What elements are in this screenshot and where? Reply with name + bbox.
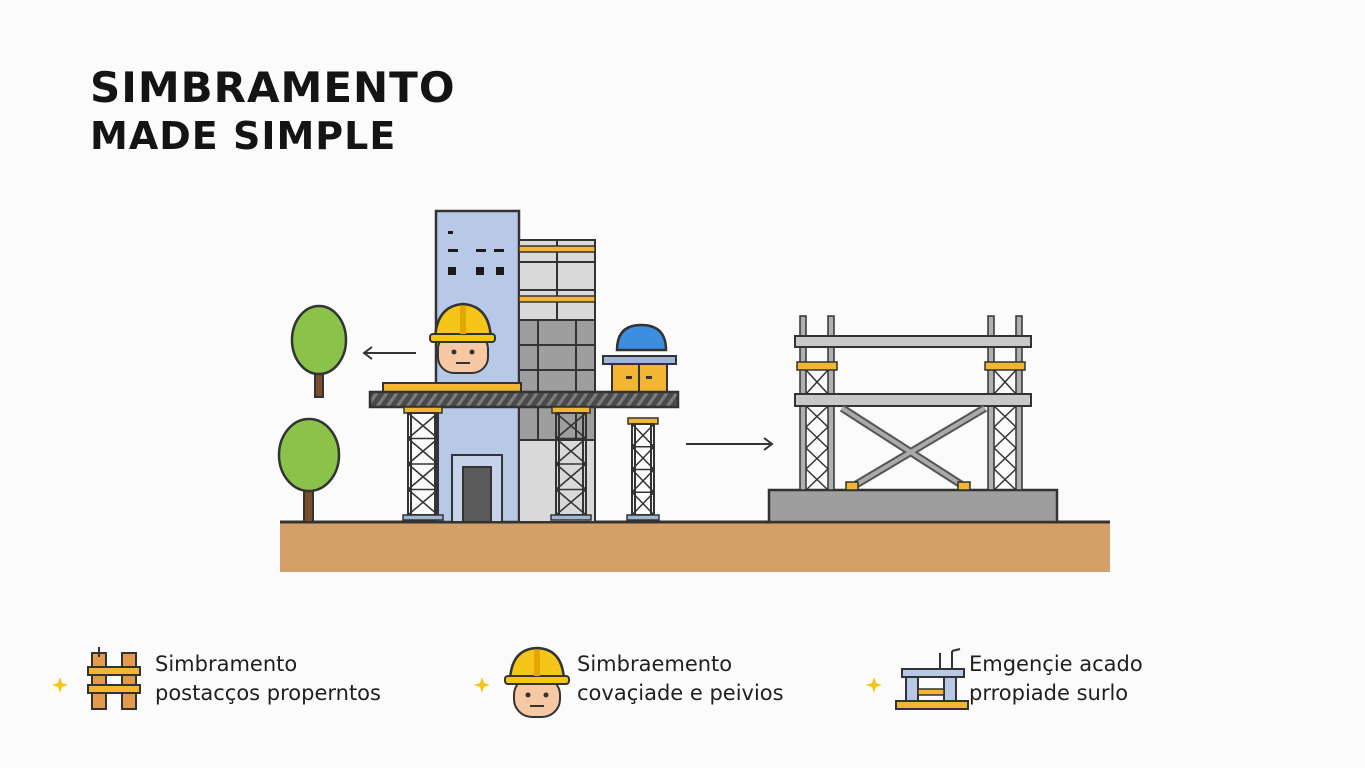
page-title: SIMBRAMENTO MADE SIMPLE [90, 62, 456, 158]
worker-helmet-icon [504, 646, 570, 718]
feature-line-2: postacços propernt​os [155, 681, 381, 705]
construction-illustration [277, 209, 1110, 572]
tree-icon [277, 417, 341, 523]
title-line-2: MADE SIMPLE [90, 114, 397, 158]
arrow-left-icon [362, 346, 416, 360]
feature-line-2: covaçiade e peivios [577, 681, 784, 705]
shoring-tower-icon [402, 406, 660, 521]
prop-frame-icon [87, 647, 141, 710]
shoring-platform-icon [895, 648, 969, 710]
feature-line-2: prropiade surlo [969, 681, 1129, 705]
sparkle-icon [52, 677, 68, 693]
sparkle-icon [866, 677, 882, 693]
lattice-prop [550, 406, 592, 521]
lattice-prop [402, 406, 444, 521]
worker-helmet-icon [429, 302, 496, 374]
ground [280, 522, 1110, 572]
title-line-1: SIMBRAMENTO [90, 63, 456, 112]
feature-line-1: Simbramento [155, 652, 298, 676]
feature-line-1: Emgençie acado [969, 652, 1143, 676]
sparkle-icon [474, 677, 490, 693]
water-tank-icon [602, 323, 677, 395]
tree-icon [290, 304, 348, 398]
scaffold-frame-icon [767, 315, 1059, 524]
lattice-prop [626, 417, 660, 521]
arrow-right-icon [686, 437, 774, 451]
feature-line-1: Simbraemento [577, 652, 733, 676]
